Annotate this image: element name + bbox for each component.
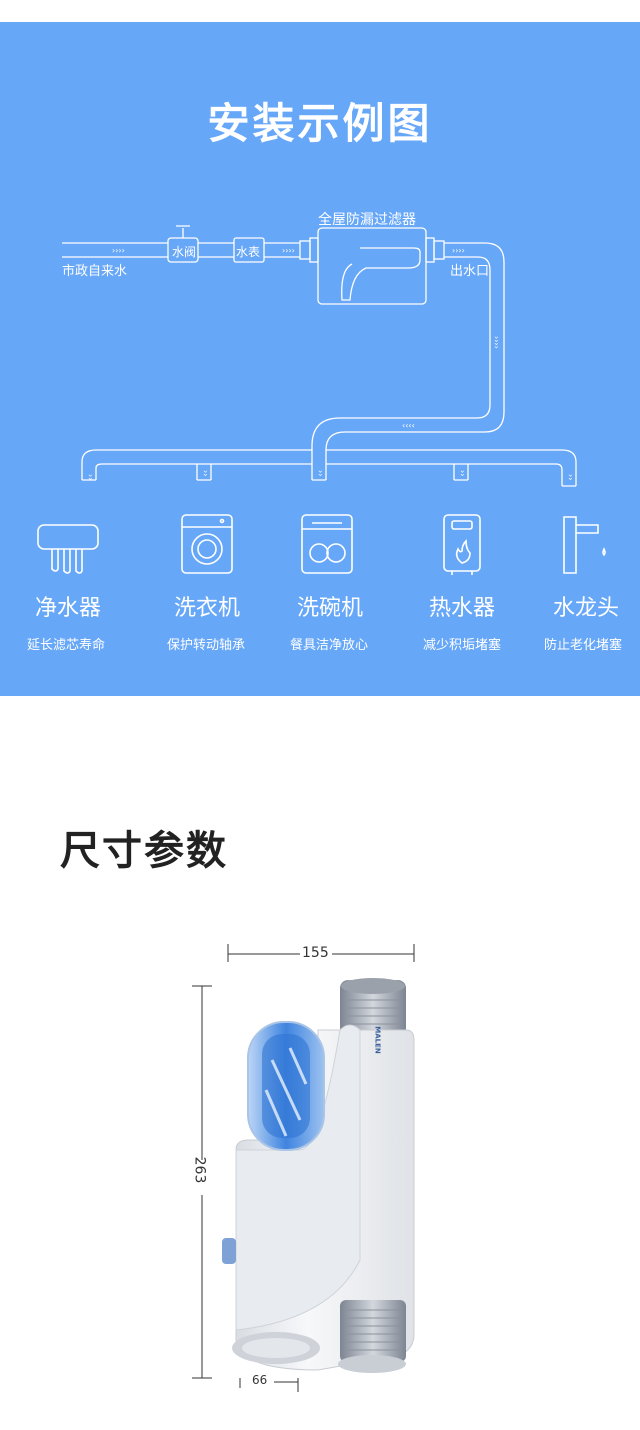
appliance-desc: 保护转动轴承 bbox=[166, 638, 245, 653]
appliance-desc: 防止老化堵塞 bbox=[543, 638, 622, 653]
svg-text:››: ›› bbox=[201, 470, 210, 476]
appliance-name: 净水器 bbox=[34, 596, 101, 621]
install-title: 安装示例图 bbox=[207, 99, 433, 148]
svg-text:‹‹‹‹: ‹‹‹‹ bbox=[402, 421, 415, 430]
install-panel bbox=[0, 22, 640, 696]
washing-machine-icon bbox=[181, 514, 233, 574]
label-filter: 全屋防漏过滤器 bbox=[318, 212, 416, 228]
appliance-desc: 减少积垢堵塞 bbox=[422, 638, 501, 653]
dimension-depth: 99 bbox=[252, 1372, 268, 1386]
appliance-icons bbox=[37, 514, 606, 575]
appliance-name: 洗衣机 bbox=[173, 596, 240, 621]
label-meter: 水表 bbox=[236, 245, 261, 259]
appliance-desc: 延长滤芯寿命 bbox=[26, 638, 105, 653]
svg-text:››››: ›››› bbox=[492, 336, 501, 349]
brand-mark: MALEN bbox=[373, 1026, 382, 1054]
water-purifier-icon bbox=[37, 524, 99, 574]
dimension-height: 263 bbox=[191, 1156, 208, 1184]
appliance-name: 洗碗机 bbox=[296, 596, 363, 621]
svg-text:››: ›› bbox=[458, 470, 467, 476]
label-outlet: 出水口 bbox=[450, 264, 490, 279]
pipe-diagram: ›››› ›››› ›››› ‹‹‹‹ ›››› ›› ›› ›› ›› ›› bbox=[62, 225, 577, 487]
water-heater-icon bbox=[443, 514, 481, 575]
size-title: 尺寸参数 bbox=[60, 828, 228, 874]
svg-text:››: ›› bbox=[86, 474, 95, 480]
svg-text:››: ›› bbox=[566, 474, 575, 480]
svg-text:››››: ›››› bbox=[112, 246, 125, 255]
label-valve: 水阀 bbox=[172, 245, 197, 259]
svg-text:››››: ›››› bbox=[452, 246, 465, 255]
appliance-name: 水龙头 bbox=[552, 596, 619, 621]
svg-text:››: ›› bbox=[316, 470, 325, 476]
appliance-name: 热水器 bbox=[428, 596, 495, 621]
dimension-width: 155 bbox=[302, 945, 329, 961]
dishwasher-icon bbox=[301, 514, 353, 574]
label-tap-water: 市政自来水 bbox=[62, 264, 128, 279]
faucet-icon bbox=[563, 516, 606, 574]
svg-text:››››: ›››› bbox=[282, 246, 295, 255]
appliance-desc: 餐具洁净放心 bbox=[289, 638, 368, 653]
